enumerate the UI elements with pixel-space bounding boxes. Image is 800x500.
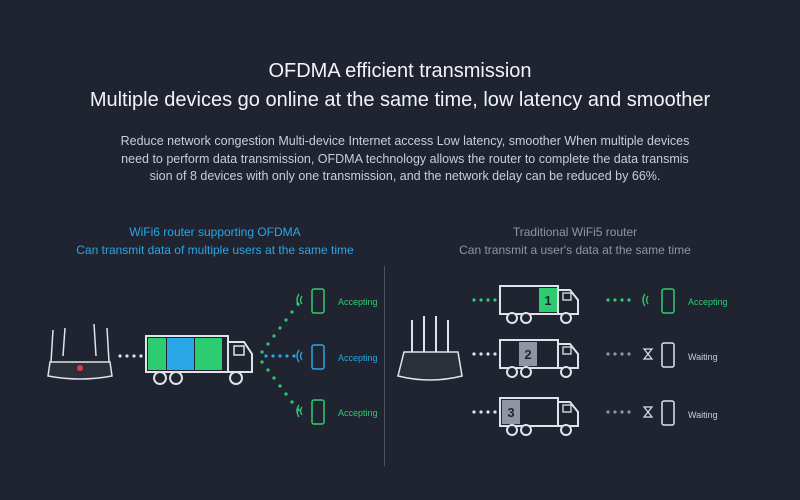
wifi6-router-link-dots	[118, 354, 143, 358]
phone-icon	[311, 399, 325, 425]
wifi5-caption: Traditional WiFi5 router Can transmit a …	[430, 223, 720, 259]
device-status: Waiting	[688, 352, 718, 362]
wifi-signal-icon	[296, 404, 303, 418]
link-dots	[472, 410, 497, 414]
link-dots	[606, 352, 631, 356]
hourglass-icon	[642, 348, 654, 360]
wifi6-title: WiFi6 router supporting OFDMA	[129, 225, 301, 239]
phone-icon	[311, 344, 325, 370]
wifi6-truck-icon	[145, 335, 253, 385]
wifi-signal-icon	[642, 293, 649, 307]
main-title: OFDMA efficient transmission	[268, 60, 532, 82]
wifi6-caption: WiFi6 router supporting OFDMA Can transm…	[70, 223, 360, 259]
device-status: Accepting	[338, 408, 378, 418]
main-subtitle: Multiple devices go online at the same t…	[89, 89, 711, 111]
link-dots	[606, 410, 631, 414]
phone-icon	[661, 400, 675, 426]
cargo-block	[502, 400, 520, 424]
wifi-signal-icon	[296, 293, 303, 307]
link-dots	[472, 352, 497, 356]
wifi6-device-3: Accepting	[296, 399, 378, 425]
truck-number: 1	[544, 293, 551, 308]
description: Reduce network congestion Multi-device I…	[118, 133, 692, 186]
wifi6-device-1: Accepting	[296, 288, 378, 314]
section-divider	[384, 266, 385, 466]
wifi6-fan-out-dots	[260, 302, 300, 412]
phone-icon	[661, 342, 675, 368]
wifi5-row-3: 3 Waiting	[472, 397, 718, 436]
cargo-block-2	[167, 338, 194, 370]
cargo-block	[519, 342, 537, 366]
device-status: Waiting	[688, 410, 718, 420]
wifi-signal-icon	[296, 349, 303, 363]
description-line: Reduce network congestion Multi-device I…	[120, 134, 690, 148]
device-status: Accepting	[338, 353, 378, 363]
wifi5-router-icon	[397, 316, 463, 381]
description-line: need to perform data transmission, OFDMA…	[121, 151, 689, 166]
device-status: Accepting	[688, 297, 728, 307]
cargo-block	[539, 288, 557, 312]
truck-icon: 1	[499, 285, 579, 324]
truck-number: 3	[507, 405, 514, 420]
wifi5-row-2: 2 Waiting	[472, 339, 718, 378]
description-line: sion of 8 devices with only one transmis…	[149, 169, 661, 183]
link-dots	[472, 298, 497, 302]
device-status: Accepting	[338, 297, 378, 307]
cargo-block-1	[148, 338, 166, 370]
wifi5-title: Traditional WiFi5 router	[512, 225, 638, 239]
truck-icon: 2	[499, 339, 579, 378]
truck-number: 2	[524, 347, 531, 362]
hourglass-icon	[642, 406, 654, 418]
wifi5-subtitle: Can transmit a user's data at the same t…	[459, 243, 691, 257]
phone-icon	[661, 288, 675, 314]
link-dots	[606, 298, 631, 302]
wifi5-row-1: 1 Accepting	[472, 285, 728, 324]
cargo-block-3	[195, 338, 222, 370]
truck-icon: 3	[499, 397, 579, 436]
wifi6-subtitle: Can transmit data of multiple users at t…	[76, 243, 354, 257]
wifi6-router-icon	[47, 323, 113, 380]
phone-icon	[311, 288, 325, 314]
wifi6-device-2: Accepting	[296, 344, 378, 370]
